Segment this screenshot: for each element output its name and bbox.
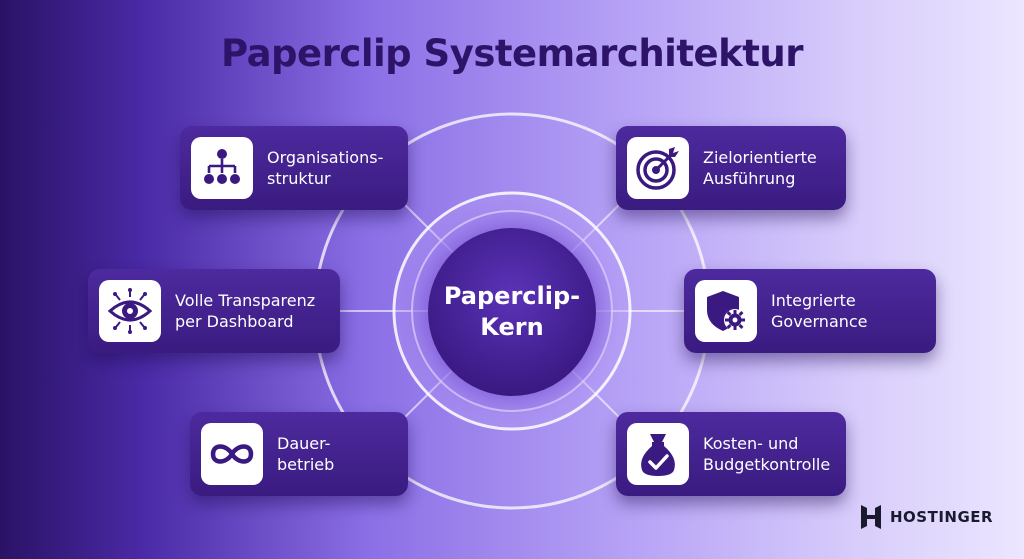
brand-name: HOSTINGER xyxy=(890,508,994,526)
org-chart-icon xyxy=(204,149,240,184)
node-integrierte-governance: Integrierte Governance xyxy=(684,269,936,353)
node-kosten-budgetkontrolle: Kosten- und Budgetkontrolle xyxy=(616,412,846,496)
money-bag-icon xyxy=(641,434,675,476)
node-label: Integrierte Governance xyxy=(771,291,868,331)
node-label: Kosten- und Budgetkontrolle xyxy=(703,434,831,474)
core-label: Paperclip- Kern xyxy=(443,282,581,341)
node-label: Dauer- betrieb xyxy=(277,434,335,474)
infinity-icon xyxy=(210,444,254,464)
node-label: Organisations- struktur xyxy=(267,148,384,188)
target-icon xyxy=(636,147,679,190)
node-zielorientierte-ausfuehrung: Zielorientierte Ausführung xyxy=(616,126,846,210)
core-node: Paperclip- Kern xyxy=(428,228,596,396)
node-organisationsstruktur: Organisations- struktur xyxy=(180,126,408,210)
hostinger-brand: HOSTINGER xyxy=(860,503,993,531)
diagram-title: Paperclip Systemarchitektur xyxy=(220,32,804,75)
shield-gear-icon xyxy=(707,291,746,331)
node-label: Zielorientierte Ausführung xyxy=(703,148,817,188)
hostinger-logo xyxy=(861,505,881,529)
eye-icon xyxy=(107,288,153,334)
node-label: Volle Transparenz per Dashboard xyxy=(175,291,316,331)
node-volle-transparenz: Volle Transparenz per Dashboard xyxy=(88,269,340,353)
node-dauerbetrieb: Dauer- betrieb xyxy=(190,412,408,496)
